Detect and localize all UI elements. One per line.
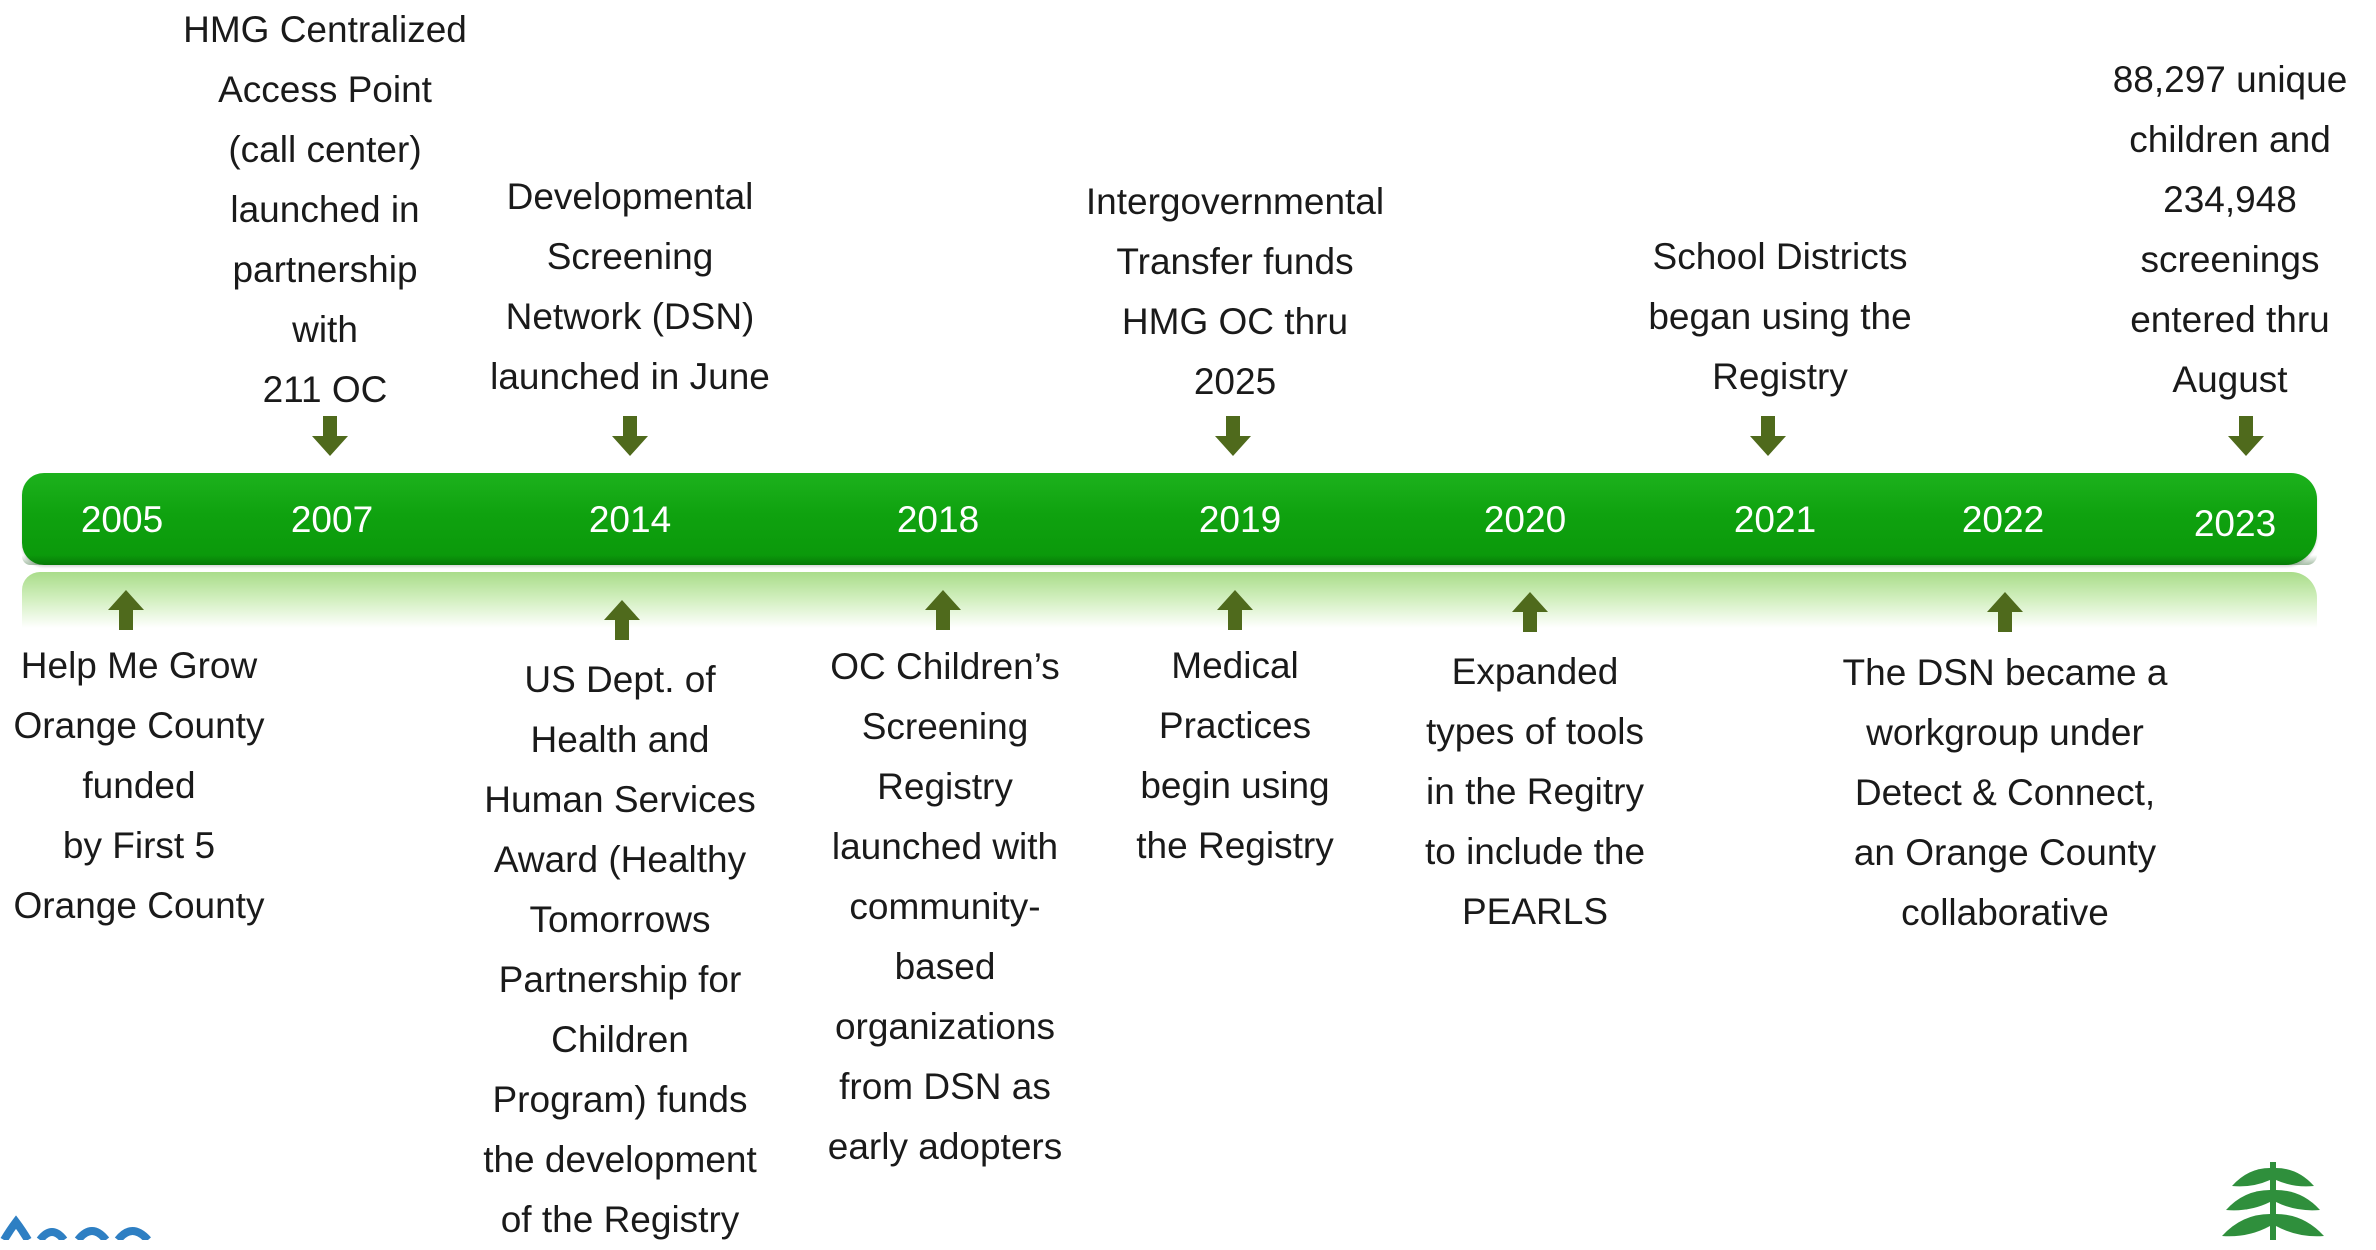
arrow-up-icon <box>1512 592 1548 632</box>
arrow-up-icon <box>1217 590 1253 630</box>
arrow-down-icon <box>312 416 348 456</box>
year-label-2018: 2018 <box>896 499 980 540</box>
event-below-2005: Help Me Grow Orange County funded by Fir… <box>13 645 265 926</box>
timeline-band <box>22 473 2317 565</box>
year-label-2005: 2005 <box>80 499 164 540</box>
event-above-2023: 88,297 unique children and 234,948 scree… <box>2112 59 2348 400</box>
arrow-up-icon <box>925 590 961 630</box>
event-above-2021: School Districts began using the Registr… <box>1648 236 1912 397</box>
year-label-2023: 2023 <box>2193 503 2277 544</box>
event-below-2018: OC Children’s Screening Registry launche… <box>827 646 1063 1167</box>
year-label-2020: 2020 <box>1483 499 1567 540</box>
event-above-2019: Intergovernmental Transfer funds HMG OC … <box>1085 181 1385 402</box>
year-label-2007: 2007 <box>290 499 374 540</box>
year-label-2022: 2022 <box>1961 499 2045 540</box>
arrow-down-icon <box>2228 416 2264 456</box>
arrow-up-icon <box>1987 592 2023 632</box>
event-above-2007: HMG Centralized Access Point (call cente… <box>183 9 467 410</box>
arrow-up-icon <box>604 600 640 640</box>
event-below-2022: The DSN became a workgroup under Detect … <box>1842 652 2168 933</box>
event-above-2014: Developmental Screening Network (DSN) la… <box>490 176 770 397</box>
year-label-2019: 2019 <box>1198 499 1282 540</box>
arrow-down-icon <box>612 416 648 456</box>
year-label-2021: 2021 <box>1733 499 1817 540</box>
event-below-2020: Expanded types of tools in the Regitry t… <box>1424 651 1646 932</box>
leaf-logo <box>2218 1158 2328 1240</box>
event-below-2019: Medical Practices begin using the Regist… <box>1136 645 1334 866</box>
blue-logo <box>0 1200 160 1243</box>
arrow-down-icon <box>1750 416 1786 456</box>
arrow-down-icon <box>1215 416 1251 456</box>
timeline-band-reflection <box>22 572 2317 628</box>
year-label-2014: 2014 <box>588 499 672 540</box>
arrow-up-icon <box>108 590 144 630</box>
event-below-2014: US Dept. of Health and Human Services Aw… <box>483 659 757 1240</box>
